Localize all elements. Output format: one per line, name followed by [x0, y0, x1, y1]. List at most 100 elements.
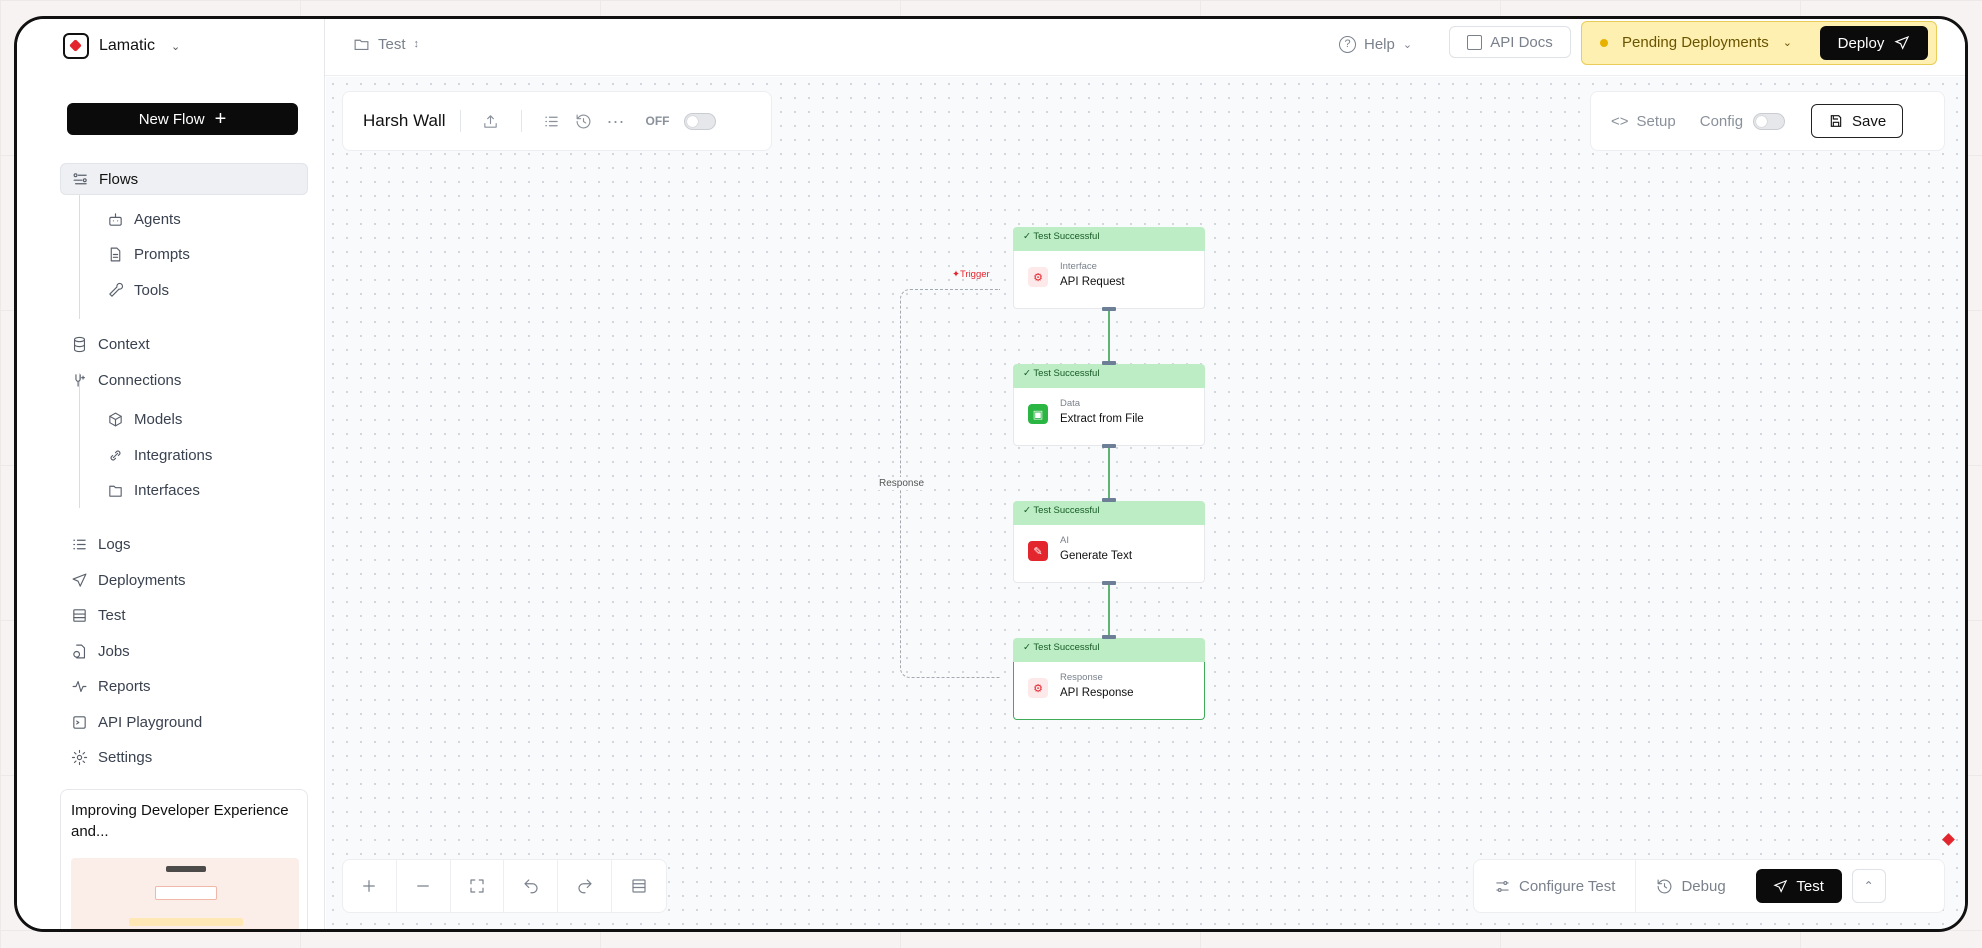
sidebar-item-label: Deployments: [98, 571, 186, 589]
sidebar-item-api-playground[interactable]: API Playground: [60, 706, 308, 738]
zoom-in-button[interactable]: [343, 860, 397, 912]
sidebar-item-test[interactable]: Test: [60, 599, 308, 631]
sliders-icon: [1496, 880, 1509, 892]
config-toggle[interactable]: [1753, 112, 1786, 130]
sidebar-item-label: Logs: [98, 535, 131, 553]
node-output-handle[interactable]: [1102, 307, 1116, 311]
config-control[interactable]: Config: [1699, 112, 1786, 130]
node-edge: [1108, 311, 1110, 362]
response-gear-icon: ⚙: [1028, 678, 1048, 698]
ai-text-icon: ✎: [1028, 541, 1048, 561]
topbar: Test ↕ ? Help ⌄ API Docs Pending Deploym…: [325, 19, 1965, 76]
gear-icon: [70, 748, 88, 766]
sidebar-item-label: Test: [98, 606, 126, 624]
sidebar-item-deployments[interactable]: Deployments: [60, 564, 308, 596]
sidebar-item-label: Prompts: [134, 245, 190, 263]
notes-button[interactable]: [612, 860, 666, 912]
flow-active-toggle[interactable]: [683, 112, 716, 130]
sidebar-item-context[interactable]: Context: [60, 328, 308, 360]
brand-switcher[interactable]: Lamatic ⌄: [63, 31, 180, 61]
sidebar-item-label: Models: [134, 410, 183, 428]
flows-icon: [71, 170, 89, 188]
expand-panel-button[interactable]: ⌃: [1851, 869, 1886, 903]
flow-toolbar: Harsh Wall ··· OFF: [342, 91, 772, 151]
test-label: Test: [1796, 877, 1824, 895]
redo-icon: [578, 879, 592, 894]
api-docs-button[interactable]: API Docs: [1449, 26, 1571, 58]
sidebar-item-label: Tools: [134, 281, 170, 299]
send-icon: [1773, 879, 1788, 893]
node-edge: [1108, 585, 1110, 636]
sidebar-item-label: Reports: [98, 677, 151, 695]
sidebar-item-settings[interactable]: Settings: [60, 741, 308, 773]
configure-test-button[interactable]: Configure Test: [1474, 860, 1637, 912]
minus-icon: [417, 885, 430, 887]
history-icon: [1658, 879, 1672, 893]
sidebar-item-prompts[interactable]: Prompts: [96, 238, 296, 270]
activity-icon: [70, 677, 88, 695]
save-button[interactable]: Save: [1811, 104, 1904, 138]
history-icon[interactable]: [574, 111, 594, 131]
sidebar-item-connections[interactable]: Connections: [60, 364, 308, 396]
config-label: Config: [1699, 112, 1744, 130]
pending-deployments-banner[interactable]: Pending Deployments ⌄ Deploy: [1581, 21, 1937, 65]
node-input-handle[interactable]: [1102, 361, 1116, 365]
file-clock-icon: [70, 642, 88, 660]
node-output-handle[interactable]: [1102, 581, 1116, 585]
configure-test-label: Configure Test: [1519, 877, 1616, 895]
list-icon[interactable]: [542, 111, 562, 131]
node-status: ✓ Test Successful: [1013, 638, 1205, 662]
help-circle-icon: ?: [1339, 35, 1356, 53]
test-button[interactable]: Test: [1755, 869, 1842, 903]
zoom-out-button[interactable]: [397, 860, 451, 912]
debug-button[interactable]: Debug: [1636, 860, 1745, 912]
more-icon[interactable]: ···: [606, 111, 625, 131]
new-flow-label: New Flow: [138, 110, 205, 128]
undo-button[interactable]: [504, 860, 559, 912]
sidebar-item-label: Agents: [134, 210, 181, 228]
flow-canvas[interactable]: Harsh Wall ··· OFF <> Setup Config Save: [326, 77, 1965, 929]
fit-view-button[interactable]: [451, 860, 505, 912]
deploy-label: Deploy: [1837, 34, 1885, 52]
setup-button[interactable]: <> Setup: [1611, 113, 1676, 130]
node-input-handle[interactable]: [1102, 635, 1116, 639]
trigger-label: ✦Trigger: [952, 269, 990, 280]
flow-node-api-response[interactable]: ✓ Test Successful ⚙ Response API Respons…: [1013, 635, 1205, 720]
promo-card[interactable]: Improving Developer Experience and...: [60, 789, 308, 929]
sidebar-item-interfaces[interactable]: Interfaces: [96, 474, 296, 506]
redo-button[interactable]: [558, 860, 613, 912]
node-name: API Request: [1060, 276, 1125, 288]
sidebar-item-label: Jobs: [98, 642, 130, 660]
robot-icon: [106, 210, 124, 228]
deploy-button[interactable]: Deploy: [1820, 26, 1928, 60]
fullscreen-icon: [470, 879, 484, 893]
help-button[interactable]: ? Help ⌄: [1339, 28, 1412, 60]
sidebar-item-jobs[interactable]: Jobs: [60, 635, 308, 667]
flow-node-generate-text[interactable]: ✓ Test Successful ✎ AI Generate Text: [1013, 498, 1205, 636]
node-output-handle[interactable]: [1102, 444, 1116, 448]
canvas-controls: [342, 859, 667, 913]
sidebar-item-label: Context: [98, 335, 150, 353]
flow-node-api-request[interactable]: ✓ Test Successful ⚙ Interface API Reques…: [1013, 227, 1205, 362]
node-edge: [1108, 448, 1110, 499]
sidebar-item-flows[interactable]: Flows: [60, 163, 308, 195]
sidebar-item-integrations[interactable]: Integrations: [96, 439, 296, 471]
sidebar-item-models[interactable]: Models: [96, 403, 296, 435]
flow-title[interactable]: Harsh Wall: [363, 111, 446, 130]
sidebar-item-agents[interactable]: Agents: [96, 203, 296, 235]
chevron-updown-icon: ↕: [413, 38, 420, 50]
node-input-handle[interactable]: [1102, 498, 1116, 502]
sidebar-item-reports[interactable]: Reports: [60, 670, 308, 702]
sidebar-item-tools[interactable]: Tools: [96, 274, 296, 306]
flow-node-extract-from-file[interactable]: ✓ Test Successful ▣ Data Extract from Fi…: [1013, 361, 1205, 499]
file-data-icon: ▣: [1028, 404, 1048, 424]
node-type: Interface: [1060, 261, 1097, 272]
breadcrumb[interactable]: Test ↕: [353, 29, 419, 59]
chevron-down-icon: ⌄: [1402, 38, 1413, 51]
new-flow-button[interactable]: New Flow +: [67, 103, 298, 135]
undo-icon: [524, 879, 538, 894]
folder-icon: [354, 39, 369, 50]
sidebar-item-logs[interactable]: Logs: [60, 528, 308, 560]
code-icon: <>: [1611, 112, 1629, 130]
upload-icon[interactable]: [481, 111, 501, 131]
